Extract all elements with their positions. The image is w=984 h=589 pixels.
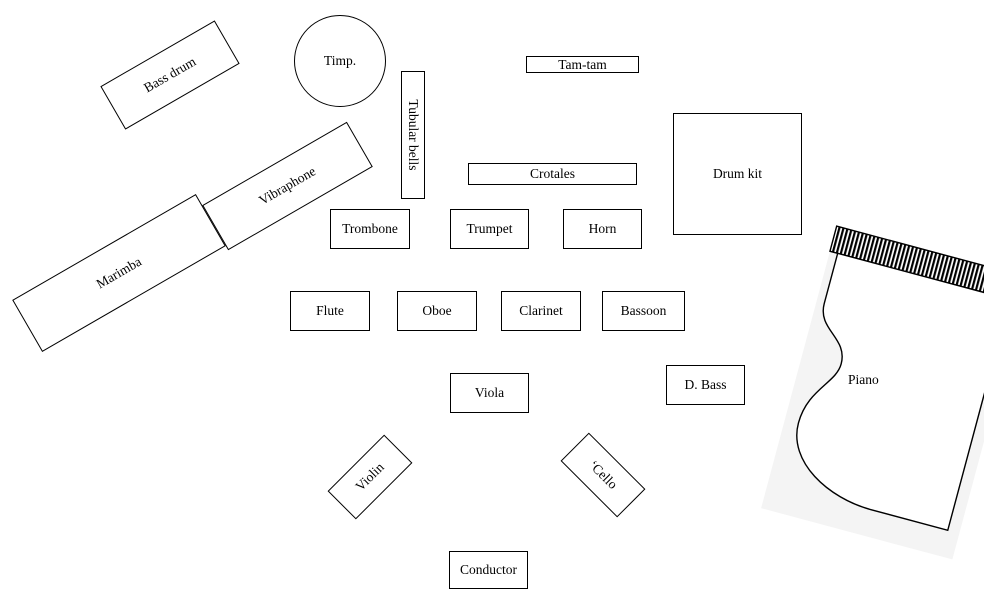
trumpet: Trumpet bbox=[450, 209, 529, 249]
timpani: Timp. bbox=[294, 15, 386, 107]
crotales: Crotales bbox=[468, 163, 637, 185]
drum-kit: Drum kit bbox=[673, 113, 802, 235]
double-bass: D. Bass bbox=[666, 365, 745, 405]
oboe: Oboe bbox=[397, 291, 477, 331]
trombone: Trombone bbox=[330, 209, 410, 249]
piano-case-outline bbox=[796, 252, 984, 532]
piano-body-group bbox=[761, 225, 984, 560]
bassoon: Bassoon bbox=[602, 291, 685, 331]
horn: Horn bbox=[563, 209, 642, 249]
clarinet: Clarinet bbox=[501, 291, 581, 331]
piano-label: Piano bbox=[848, 372, 879, 387]
flute: Flute bbox=[290, 291, 370, 331]
tam-tam: Tam-tam bbox=[526, 56, 639, 73]
viola: Viola bbox=[450, 373, 529, 413]
